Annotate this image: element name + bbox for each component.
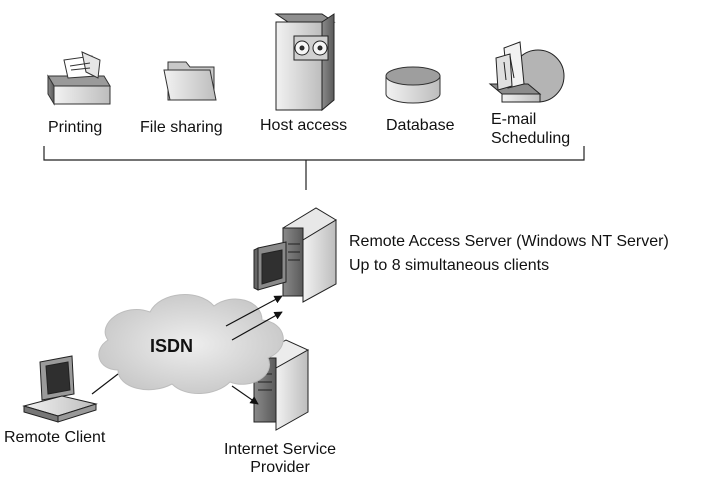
isdn-label: ISDN (150, 336, 194, 356)
isdn-cloud (98, 294, 284, 395)
isp-label-line1: Internet Service (223, 441, 337, 458)
database-label: Database (386, 117, 455, 134)
services-bracket (43, 146, 585, 190)
isp-label-line2: Provider (250, 459, 310, 476)
printing-label: Printing (48, 119, 103, 136)
host-access-label: Host access (260, 117, 348, 134)
email-label: E-mail (491, 111, 537, 128)
remote-access-server-icon (253, 207, 337, 303)
server-title-label: Remote Access Server (Windows NT Server) (349, 233, 669, 250)
laptop-icon (22, 355, 98, 423)
remote-client-label: Remote Client (4, 429, 106, 446)
printer-icon (47, 51, 111, 106)
scheduling-label: Scheduling (491, 130, 571, 147)
host-mainframe-icon (274, 13, 336, 112)
file-sharing-label: File sharing (140, 119, 223, 136)
database-icon (385, 66, 441, 104)
connection-lines (91, 295, 283, 405)
server-capacity-label: Up to 8 simultaneous clients (349, 257, 550, 274)
email-scheduling-icon (488, 41, 565, 103)
folder-icon (163, 61, 217, 101)
